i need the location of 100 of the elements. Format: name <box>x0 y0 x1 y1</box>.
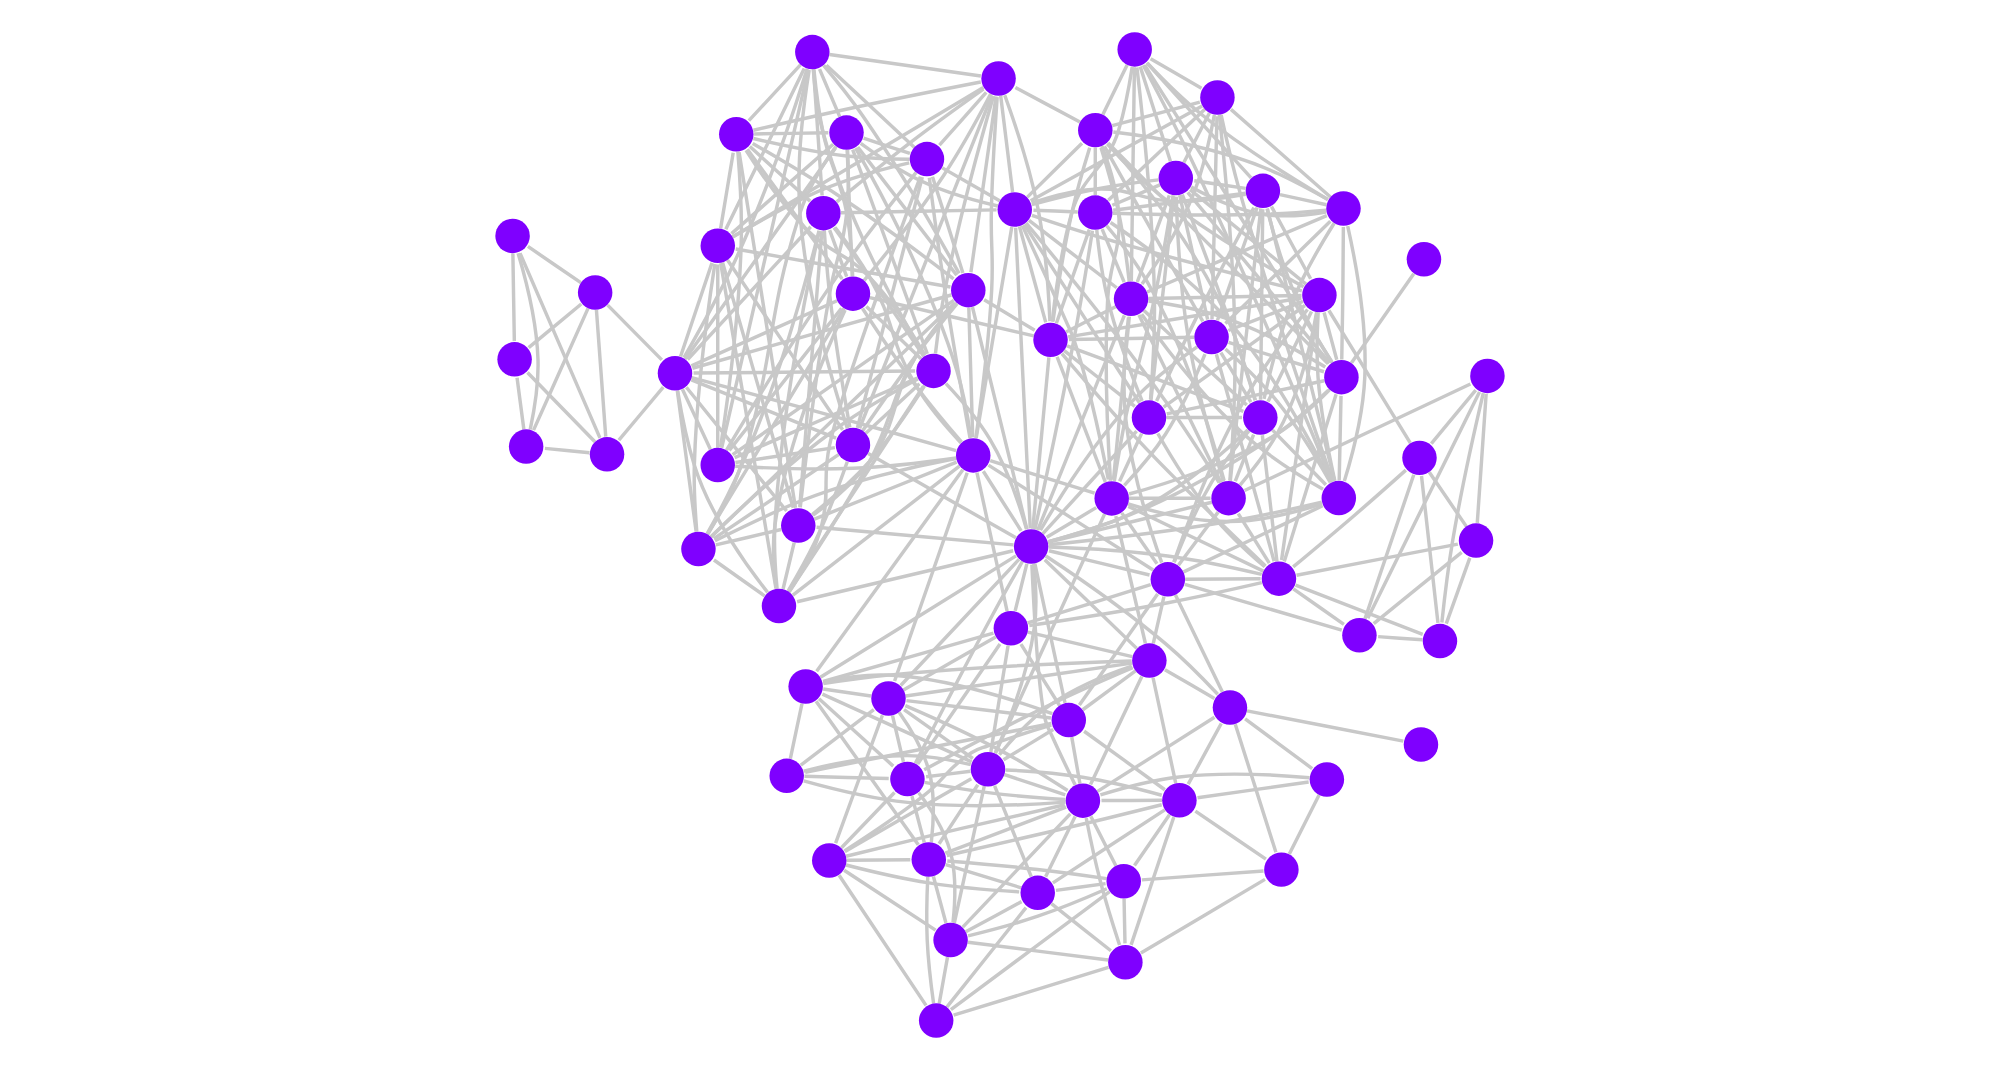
node-circle <box>1078 112 1113 148</box>
connector <box>1127 504 1265 573</box>
connector <box>1122 898 1127 944</box>
connector <box>1027 630 1133 659</box>
connector <box>748 145 812 203</box>
connector <box>1172 308 1309 563</box>
connector <box>1186 722 1223 785</box>
connector <box>1111 183 1161 207</box>
connector <box>1093 147 1097 196</box>
connector <box>1149 57 1203 90</box>
connector <box>969 96 998 273</box>
connector <box>791 464 961 597</box>
connector <box>902 635 997 692</box>
connector <box>1020 224 1110 480</box>
connector <box>730 142 835 235</box>
connector <box>828 229 849 278</box>
node-circle <box>871 681 906 716</box>
connector <box>1155 206 1256 402</box>
connector <box>1030 564 1077 786</box>
connector <box>846 857 911 863</box>
connector <box>1140 114 1217 286</box>
connector <box>1099 147 1131 282</box>
connector <box>840 208 997 215</box>
node-circle <box>1194 319 1229 355</box>
connector <box>821 692 973 764</box>
connector <box>1180 194 1257 401</box>
connector <box>515 377 526 430</box>
connector <box>854 147 973 438</box>
connector <box>1114 515 1148 644</box>
connector <box>1164 668 1216 701</box>
connector <box>735 445 836 465</box>
connector <box>1050 902 1112 953</box>
connector <box>747 63 802 122</box>
connector <box>1084 817 1122 946</box>
connector <box>1143 64 1334 364</box>
connector <box>678 262 714 358</box>
connector <box>937 956 950 1004</box>
connector <box>1065 305 1117 334</box>
connector <box>1197 780 1309 800</box>
connector <box>1146 214 1328 294</box>
connector <box>864 382 921 435</box>
connector <box>812 302 958 517</box>
connector <box>526 245 582 285</box>
connector <box>952 785 986 924</box>
connector <box>1048 549 1150 577</box>
connector <box>531 307 590 431</box>
connector <box>720 69 810 449</box>
connector <box>989 645 1010 753</box>
connector <box>1322 312 1339 361</box>
connector <box>916 643 1002 765</box>
connector <box>1002 728 1055 762</box>
connector <box>1271 428 1328 486</box>
connector <box>1100 145 1121 481</box>
connector <box>1194 179 1246 191</box>
connector <box>890 715 906 763</box>
connector <box>814 700 920 846</box>
connector <box>1246 709 1404 743</box>
connector <box>1287 794 1321 855</box>
connector <box>1229 108 1332 199</box>
connector <box>904 704 1069 792</box>
connector <box>953 965 1109 1017</box>
connector <box>1044 554 1219 696</box>
connector <box>833 226 963 444</box>
connector <box>1142 309 1248 407</box>
connector <box>753 80 982 132</box>
connector <box>1156 432 1266 569</box>
connector <box>1050 66 1134 322</box>
connector <box>1014 86 1081 124</box>
connector <box>1262 222 1336 400</box>
connector <box>822 631 994 684</box>
connector <box>987 463 1155 572</box>
connector <box>1112 195 1175 482</box>
connector <box>1265 208 1336 481</box>
node-circle <box>657 355 693 391</box>
connector <box>781 542 796 590</box>
connector <box>690 299 838 368</box>
connector <box>1023 223 1141 404</box>
connector <box>899 558 1021 687</box>
node-circle <box>495 218 530 254</box>
connector <box>817 68 842 118</box>
node-circle <box>1106 863 1141 899</box>
connector <box>1173 594 1224 693</box>
connector <box>1366 391 1482 619</box>
node-circle <box>769 758 804 794</box>
node-circle <box>1013 529 1049 564</box>
connector <box>1340 227 1346 360</box>
connector <box>856 146 959 277</box>
connector <box>692 263 717 532</box>
connector <box>1033 230 1095 530</box>
connector <box>1172 429 1251 563</box>
connector <box>925 769 971 779</box>
connector <box>1260 435 1279 562</box>
connector <box>834 714 884 844</box>
connector <box>1219 351 1253 403</box>
connector <box>937 783 980 845</box>
node-circle <box>1245 173 1281 209</box>
connector <box>1444 557 1472 625</box>
connector <box>947 859 1107 881</box>
node-circle <box>1158 160 1194 196</box>
connector <box>1430 388 1478 445</box>
